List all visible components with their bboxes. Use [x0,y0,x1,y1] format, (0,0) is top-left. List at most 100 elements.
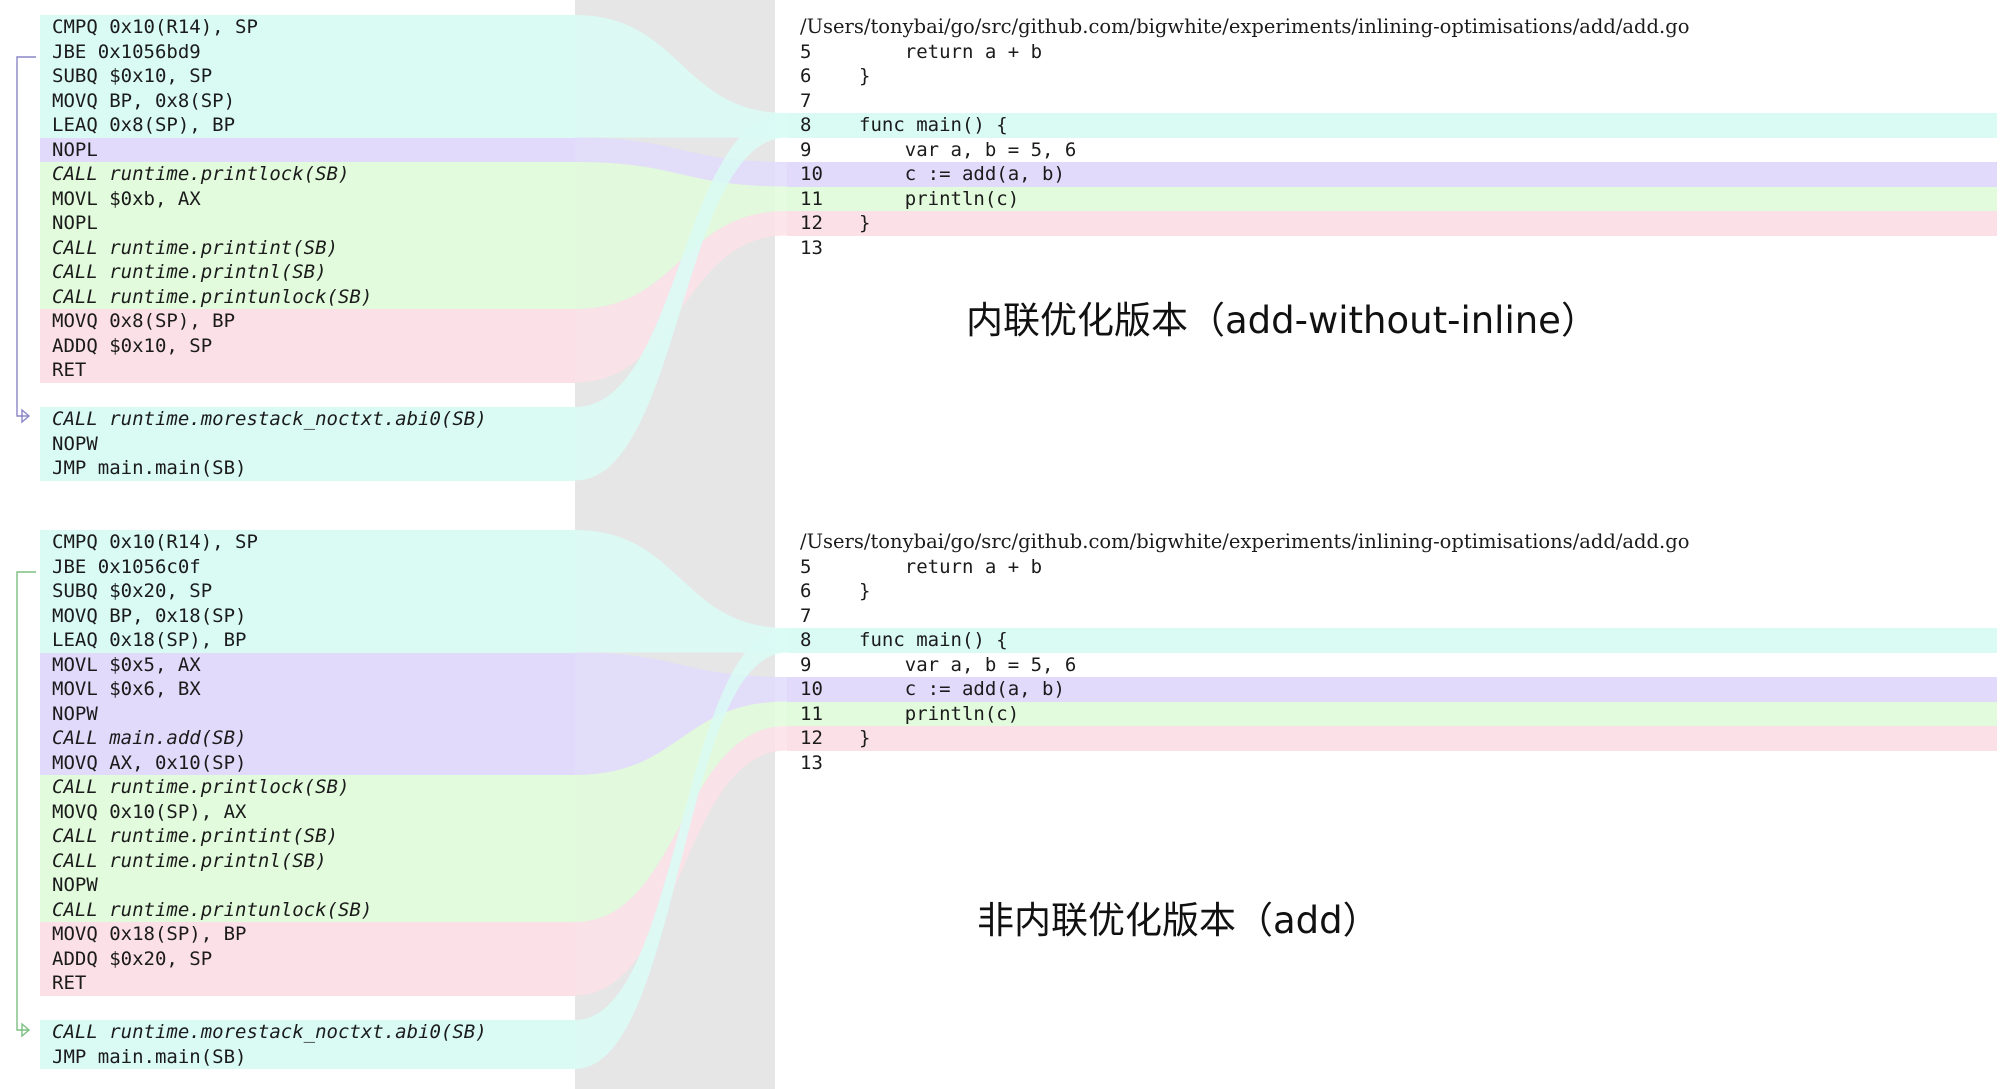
asm-instruction: SUBQ $0x20, SP [40,579,575,604]
asm-instruction: NOPW [40,701,575,726]
line-number: 10 [800,163,823,185]
asm-instruction: CALL runtime.printlock(SB) [40,775,575,800]
bottom-caption: 非内联优化版本（add） [977,899,1380,942]
asm-instruction: CALL runtime.morestack_noctxt.abi0(SB) [40,1020,575,1045]
line-number: 5 [800,555,812,578]
asm-instruction: NOPL [40,211,575,236]
asm-instruction: MOVQ 0x10(SP), AX [40,799,575,824]
line-number: 8 [800,114,812,136]
line-code: return a + b [859,555,1043,578]
asm-instruction: MOVL $0x6, BX [40,677,575,702]
flow-band [575,530,787,653]
top-source-path: /Users/tonybai/go/src/github.com/bigwhit… [800,15,1690,38]
bottom-source-listing: /Users/tonybai/go/src/github.com/bigwhit… [787,530,1997,775]
line-number: 9 [800,138,812,161]
asm-instruction: ADDQ $0x10, SP [40,333,575,358]
asm-instruction: CMPQ 0x10(R14), SP [40,530,575,555]
asm-gap [40,383,575,408]
asm-instruction: JBE 0x1056bd9 [40,39,575,64]
source-line: 11 println(c) [787,186,1997,211]
line-number: 8 [800,629,812,651]
flow-band [575,137,787,187]
line-number: 11 [800,187,823,210]
asm-instruction: CALL runtime.printnl(SB) [40,848,575,873]
asm-instruction: JMP main.main(SB) [40,1044,575,1069]
asm-gap [40,996,575,1021]
asm-instruction: CALL runtime.printint(SB) [40,824,575,849]
flow-band [575,701,787,922]
asm-instruction: CALL runtime.printunlock(SB) [40,284,575,309]
source-line: 13 [787,236,1997,261]
asm-instruction: RET [40,971,575,996]
line-number: 7 [800,89,812,112]
line-code: var a, b = 5, 6 [859,653,1077,676]
line-code: func main() { [859,114,1008,136]
source-line: 8 func main() { [787,113,1997,138]
asm-instruction: NOPW [40,431,575,456]
source-line: 12} [787,726,1997,751]
asm-instruction: CALL runtime.printlock(SB) [40,162,575,187]
bottom-source-path: /Users/tonybai/go/src/github.com/bigwhit… [800,530,1690,553]
source-line: 11 println(c) [787,701,1997,726]
asm-instruction: LEAQ 0x18(SP), BP [40,628,575,653]
asm-instruction: MOVL $0xb, AX [40,186,575,211]
line-number: 13 [800,236,823,259]
asm-instruction: CALL runtime.printint(SB) [40,235,575,260]
asm-instruction: NOPL [40,137,575,162]
asm-instruction: CALL runtime.morestack_noctxt.abi0(SB) [40,407,575,432]
asm-instruction: MOVQ AX, 0x10(SP) [40,750,575,775]
asm-instruction: CALL runtime.printnl(SB) [40,260,575,285]
source-line: 9 var a, b = 5, 6 [787,138,1997,163]
line-code: } [859,65,871,87]
asm-instruction: NOPW [40,873,575,898]
source-line: 7 [787,604,1997,629]
asm-instruction: CALL main.add(SB) [40,726,575,751]
top-caption: 内联优化版本（add-without-inline） [966,299,1598,342]
line-number: 6 [800,65,812,87]
asm-instruction: CALL runtime.printunlock(SB) [40,897,575,922]
line-code: println(c) [859,187,1020,210]
source-line: 13 [787,751,1997,776]
top-flow-connectors [575,15,787,481]
source-line: 10 c := add(a, b) [787,162,1997,187]
line-code: } [859,212,871,234]
flow-band [575,15,787,138]
source-line: 7 [787,89,1997,114]
line-code: c := add(a, b) [859,678,1065,700]
line-number: 13 [800,751,823,774]
line-code: println(c) [859,702,1020,725]
line-code: c := add(a, b) [859,163,1065,185]
source-line: 12} [787,211,1997,236]
flow-band [575,628,787,1069]
top-source-listing: /Users/tonybai/go/src/github.com/bigwhit… [787,15,1997,260]
flow-band [575,162,787,309]
line-number: 12 [800,212,823,234]
asm-instruction: RET [40,358,575,383]
flow-band [575,113,787,481]
asm-instruction: SUBQ $0x10, SP [40,64,575,89]
asm-instruction: CMPQ 0x10(R14), SP [40,15,575,40]
line-number: 5 [800,40,812,63]
line-number: 10 [800,678,823,700]
line-number: 6 [800,580,812,602]
line-code: return a + b [859,40,1043,63]
line-number: 12 [800,727,823,749]
asm-instruction: JMP main.main(SB) [40,456,575,481]
line-code: } [859,727,871,749]
line-number: 7 [800,604,812,627]
line-number: 11 [800,702,823,725]
asm-instruction: MOVQ BP, 0x8(SP) [40,88,575,113]
asm-instruction: MOVQ 0x8(SP), BP [40,309,575,334]
line-number: 9 [800,653,812,676]
bottom-jump-arrow [16,571,36,1038]
source-line: 5 return a + b [787,555,1997,580]
asm-instruction: MOVQ BP, 0x18(SP) [40,603,575,628]
source-line: 6} [787,64,1997,89]
source-line: 9 var a, b = 5, 6 [787,653,1997,678]
asm-instruction: JBE 0x1056c0f [40,554,575,579]
